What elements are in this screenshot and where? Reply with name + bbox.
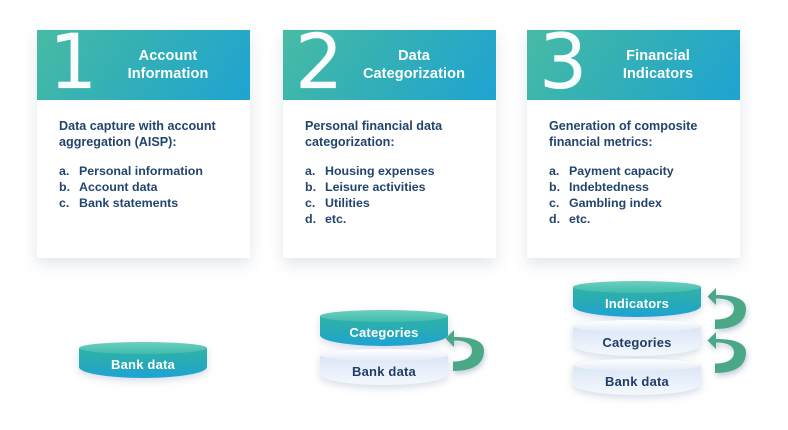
data-stack-three: Indicators Categories Bank data <box>573 281 701 398</box>
arrow-path <box>707 288 746 329</box>
list-item: d. etc. <box>549 212 722 228</box>
list-text: Leisure activities <box>325 180 426 194</box>
cylinder-top-ellipse <box>79 342 207 354</box>
card-header-1: 1 Account Information <box>37 30 250 100</box>
list-item: b. Leisure activities <box>305 180 478 196</box>
card-header-3: 3 Financial Indicators <box>527 30 740 100</box>
list-marker: a. <box>305 164 316 178</box>
arrow-path <box>707 332 746 373</box>
card-title-2: Data Categorization <box>344 47 484 83</box>
card-title-line2: Indicators <box>622 66 694 82</box>
list-marker: a. <box>549 164 560 178</box>
list-item: d. etc. <box>305 212 478 228</box>
list-marker: c. <box>305 196 316 210</box>
card-title-line2: Information <box>127 66 209 82</box>
list-text: etc. <box>569 212 591 226</box>
card-title-line1: Data <box>398 48 430 64</box>
list-marker: b. <box>59 180 71 194</box>
database-cylinder-indicators: Indicators <box>573 281 701 317</box>
list-item: a. Housing expenses <box>305 164 478 180</box>
card-title-3: Financial Indicators <box>588 47 728 83</box>
card-description-3: Generation of composite financial metric… <box>549 119 698 149</box>
list-text: Payment capacity <box>569 164 674 178</box>
list-text: etc. <box>325 212 347 226</box>
card-title-line2: Categorization <box>362 66 466 82</box>
step-number-3: 3 <box>539 30 588 100</box>
list-marker: d. <box>305 212 317 226</box>
cylinder-top-ellipse <box>573 359 701 371</box>
card-title-line1: Financial <box>626 48 690 64</box>
cylinder-label: Bank data <box>111 356 175 372</box>
card-description-1: Data capture with account aggregation (A… <box>59 119 216 149</box>
list-marker: d. <box>549 212 561 226</box>
card-title-1: Account Information <box>98 47 238 83</box>
cylinder-label: Bank data <box>605 373 669 389</box>
step-card-2: 2 Data Categorization Personal financial… <box>283 30 496 258</box>
arrow-path <box>445 330 484 371</box>
list-item: b. Indebtedness <box>549 180 722 196</box>
list-item: c. Utilities <box>305 196 478 212</box>
list-text: Utilities <box>325 196 370 210</box>
step-card-3: 3 Financial Indicators Generation of com… <box>527 30 740 258</box>
card-description-2: Personal financial data categorization: <box>305 119 443 149</box>
curved-arrow-icon <box>707 288 746 329</box>
list-text: Gambling index <box>569 196 662 210</box>
list-marker: b. <box>305 180 317 194</box>
card-list-2: a. Housing expenses b. Leisure activitie… <box>305 164 478 228</box>
list-item: a. Personal information <box>59 164 232 180</box>
database-cylinder-categories: Categories <box>573 320 701 356</box>
list-item: a. Payment capacity <box>549 164 722 180</box>
curved-arrow-icon <box>707 332 746 373</box>
card-list-1: a. Personal information b. Account data … <box>59 164 232 212</box>
card-body-2: Personal financial data categorization: … <box>283 100 496 228</box>
card-list-3: a. Payment capacity b. Indebtedness c. G… <box>549 164 722 228</box>
cylinder-top-ellipse <box>573 281 701 293</box>
database-cylinder-bank-data: Bank data <box>79 342 207 378</box>
list-text: Bank statements <box>79 196 179 210</box>
step-number-1: 1 <box>49 30 98 100</box>
card-title-line1: Account <box>138 48 198 64</box>
list-item: c. Bank statements <box>59 196 232 212</box>
cylinder-top-ellipse <box>320 310 448 322</box>
list-item: c. Gambling index <box>549 196 722 212</box>
card-body-1: Data capture with account aggregation (A… <box>37 100 250 212</box>
cylinder-top-ellipse <box>320 349 448 361</box>
list-marker: b. <box>549 180 561 194</box>
data-stack-one: Bank data <box>79 342 207 381</box>
data-stack-two: Categories Bank data <box>320 310 448 388</box>
cylinder-label: Categories <box>349 324 419 340</box>
step-card-1: 1 Account Information Data capture with … <box>37 30 250 258</box>
list-text: Account data <box>79 180 158 194</box>
list-marker: c. <box>59 196 70 210</box>
cylinder-label: Bank data <box>352 363 416 379</box>
step-number-2: 2 <box>295 30 344 100</box>
list-text: Personal information <box>79 164 203 178</box>
database-cylinder-categories: Categories <box>320 310 448 346</box>
list-marker: a. <box>59 164 70 178</box>
cylinder-label: Categories <box>602 334 672 350</box>
card-body-3: Generation of composite financial metric… <box>527 100 740 228</box>
curved-arrow-icon <box>445 330 484 371</box>
cylinder-top-ellipse <box>573 320 701 332</box>
database-cylinder-bank-data: Bank data <box>573 359 701 395</box>
list-item: b. Account data <box>59 180 232 196</box>
card-header-2: 2 Data Categorization <box>283 30 496 100</box>
database-cylinder-bank-data: Bank data <box>320 349 448 385</box>
list-text: Indebtedness <box>569 180 649 194</box>
list-text: Housing expenses <box>325 164 435 178</box>
cylinder-label: Indicators <box>604 295 670 311</box>
list-marker: c. <box>549 196 560 210</box>
